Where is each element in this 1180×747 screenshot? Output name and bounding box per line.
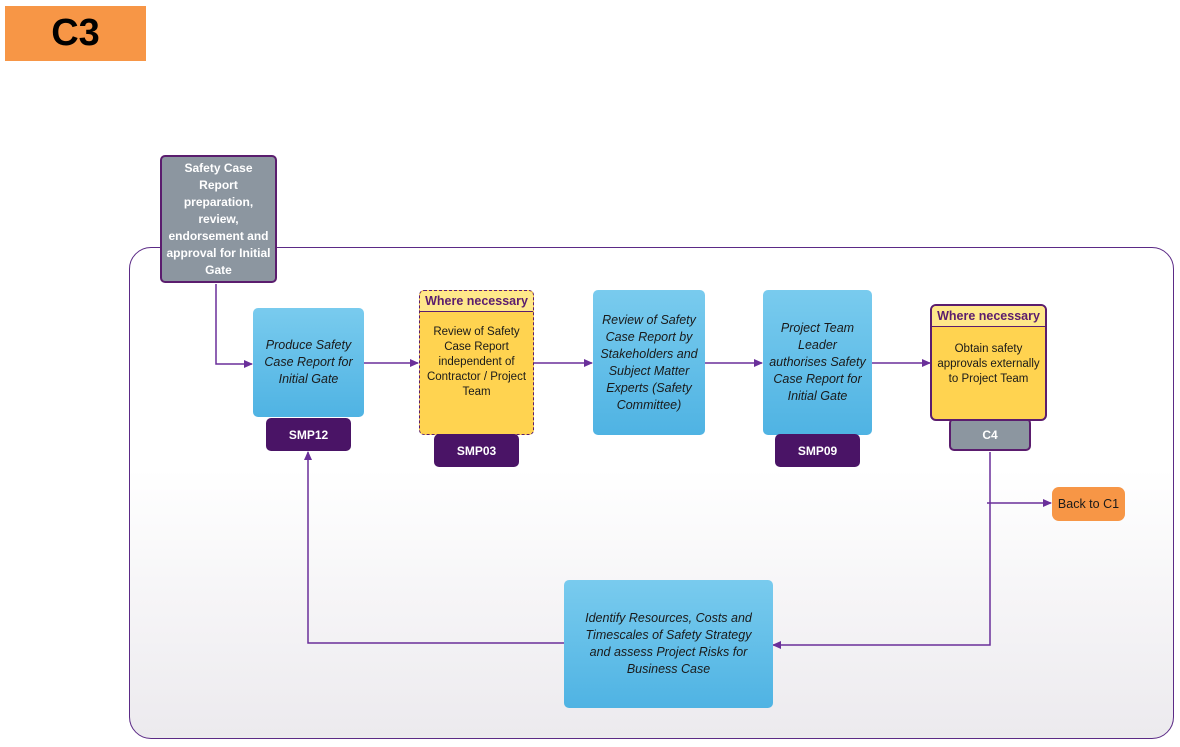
back-to-c1-button[interactable]: Back to C1 <box>1052 487 1125 521</box>
tag-smp03[interactable]: SMP03 <box>434 434 519 467</box>
step-independent-review: Where necessary Review of Safety Case Re… <box>419 290 534 435</box>
where-necessary-label: Where necessary <box>420 291 533 312</box>
where-necessary-label: Where necessary <box>932 306 1045 327</box>
arrow-start-to-produce <box>215 284 253 368</box>
section-badge-c3: C3 <box>5 6 146 61</box>
step-authorise-report: Project Team Leader authorises Safety Ca… <box>763 290 872 435</box>
step-obtain-approvals: Where necessary Obtain safety approvals … <box>930 304 1047 421</box>
independent-review-text: Review of Safety Case Report independent… <box>426 326 527 398</box>
step-produce-report: Produce Safety Case Report for Initial G… <box>253 308 364 417</box>
arrow-c4-to-identify <box>772 452 991 649</box>
tag-smp09[interactable]: SMP09 <box>775 434 860 467</box>
tag-smp12[interactable]: SMP12 <box>266 418 351 451</box>
arrow-identify-to-smp12 <box>304 451 564 644</box>
obtain-approvals-text: Obtain safety approvals externally to Pr… <box>937 343 1040 385</box>
start-box: Safety Case Report preparation, review, … <box>160 155 277 283</box>
step-stakeholder-review: Review of Safety Case Report by Stakehol… <box>593 290 705 435</box>
step-identify-resources: Identify Resources, Costs and Timescales… <box>564 580 773 708</box>
link-c4[interactable]: C4 <box>949 418 1031 451</box>
